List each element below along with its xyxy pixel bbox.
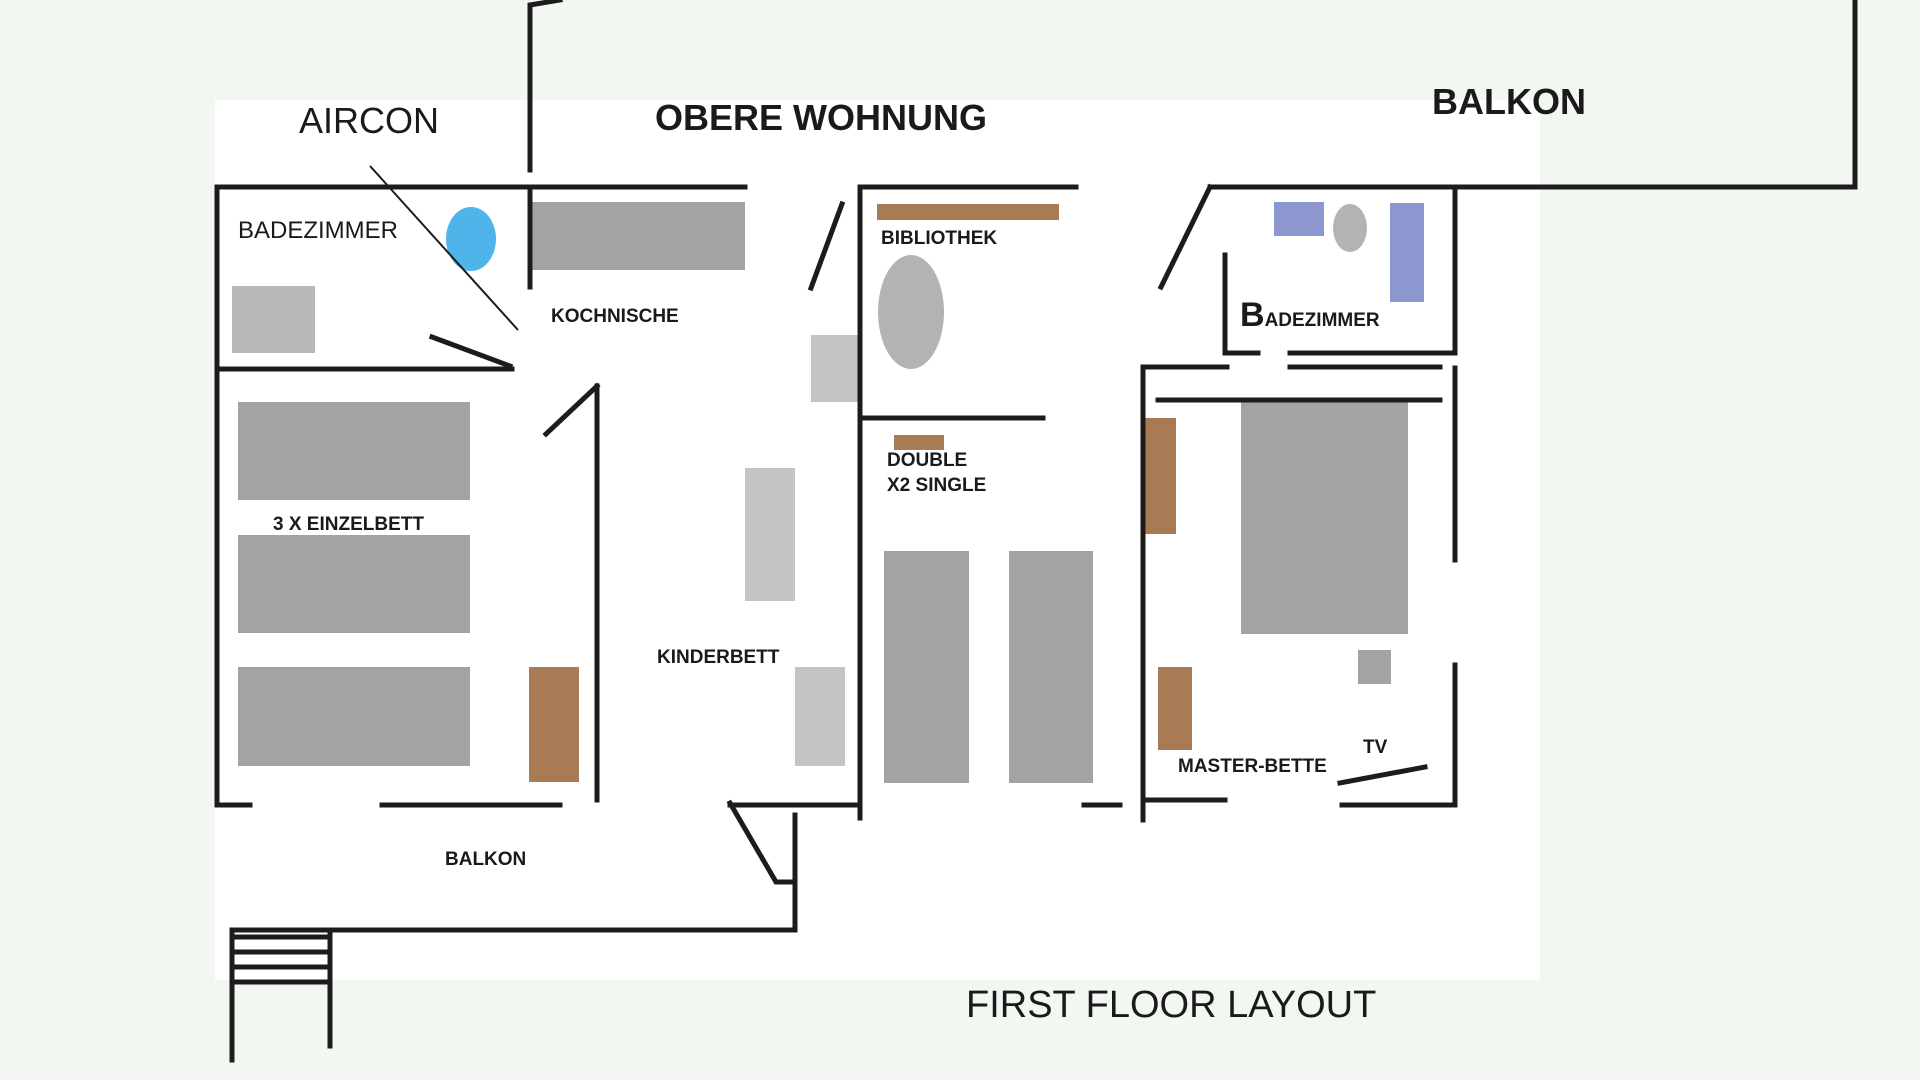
bookshelf xyxy=(877,204,1059,220)
single-bed-2 xyxy=(238,535,470,633)
first-floor-layout-caption: FIRST FLOOR LAYOUT xyxy=(966,984,1376,1026)
balkon-bottom-label: BALKON xyxy=(445,849,526,870)
walls xyxy=(214,0,1858,1063)
obere-wohnung-title: OBERE WOHNUNG xyxy=(655,97,987,138)
kinderbett-2 xyxy=(795,667,845,766)
double-room-shelf xyxy=(894,435,944,450)
master-dresser xyxy=(1158,667,1192,750)
aircon-pointer xyxy=(369,165,519,331)
right-bathroom-toilet xyxy=(1333,204,1367,252)
double-bed-left xyxy=(884,551,969,783)
library-table xyxy=(878,255,944,369)
wardrobe-left xyxy=(529,667,579,782)
tv-label: TV xyxy=(1363,737,1388,758)
double-bed-right xyxy=(1009,551,1093,783)
balkon-top-label: BALKON xyxy=(1432,81,1586,122)
einzelbett-label: 3 X EINZELBETT xyxy=(273,514,424,535)
kinderbett-1 xyxy=(745,468,795,601)
aircon-label: AIRCON xyxy=(299,100,439,141)
kochnische-label: KOCHNISCHE xyxy=(551,306,679,327)
master-bed xyxy=(1241,402,1408,634)
wardrobe-master xyxy=(1141,418,1176,534)
single-bed-3 xyxy=(238,667,470,766)
x2-single-label: X2 SINGLE xyxy=(887,475,986,496)
right-bathroom-fixture-1 xyxy=(1274,202,1324,236)
kinderbett-label: KINDERBETT xyxy=(657,647,780,668)
master-bette-label: MASTER-BETTE xyxy=(1178,756,1327,777)
bibliothek-label: BIBLIOTHEK xyxy=(881,228,997,249)
left-bathroom-fixture xyxy=(232,286,315,353)
master-nightstand xyxy=(1358,650,1391,684)
corridor-fixture xyxy=(811,335,861,402)
single-bed-1 xyxy=(238,402,470,500)
badezimmer-right-label: BADEZIMMER xyxy=(1240,296,1380,334)
right-bathroom-shower xyxy=(1390,203,1424,302)
badezimmer-left-label: BADEZIMMER xyxy=(238,217,398,244)
kitchen-counter xyxy=(530,202,745,270)
double-label: DOUBLE xyxy=(887,450,967,471)
aircon-unit xyxy=(446,207,496,271)
